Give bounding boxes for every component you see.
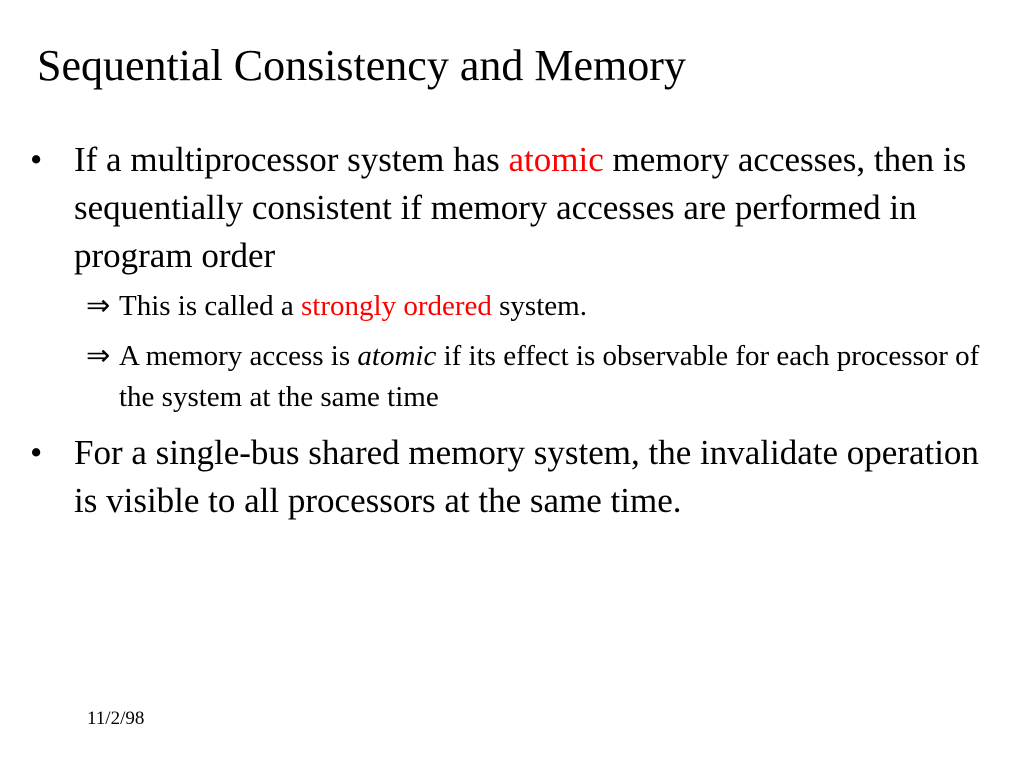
bullet-text: If a multiprocessor system has (74, 140, 509, 179)
implies-arrow-icon: ⇒ (86, 340, 111, 372)
highlight-strongly-ordered: strongly ordered (301, 290, 492, 322)
bullet-dot-icon: • (30, 433, 43, 472)
sub-bullet-text: A memory access is (119, 340, 358, 372)
footer-date: 11/2/98 (87, 708, 145, 729)
bullet-item: • For a single-bus shared memory system,… (30, 429, 990, 525)
bullet-text: memory accesses, then is sequentially co… (74, 140, 967, 275)
implies-arrow-icon: ⇒ (86, 290, 111, 322)
slide-title: Sequential Consistency and Memory (37, 41, 686, 90)
sub-bullet-text: if its effect is observable for each pro… (119, 340, 980, 413)
sub-bullet-item: ⇒ This is called a strongly ordered syst… (86, 286, 986, 327)
sub-bullet-item: ⇒ A memory access is atomic if its effec… (86, 336, 986, 418)
bullet-item: • If a multiprocessor system has atomic … (30, 136, 990, 280)
bullet-dot-icon: • (30, 140, 43, 179)
italic-atomic: atomic (357, 340, 437, 372)
sub-bullet-text: system. (491, 290, 587, 322)
highlight-atomic: atomic (508, 140, 604, 179)
bullet-text: For a single-bus shared memory system, t… (74, 433, 979, 520)
sub-bullet-text: This is called a (119, 290, 302, 322)
